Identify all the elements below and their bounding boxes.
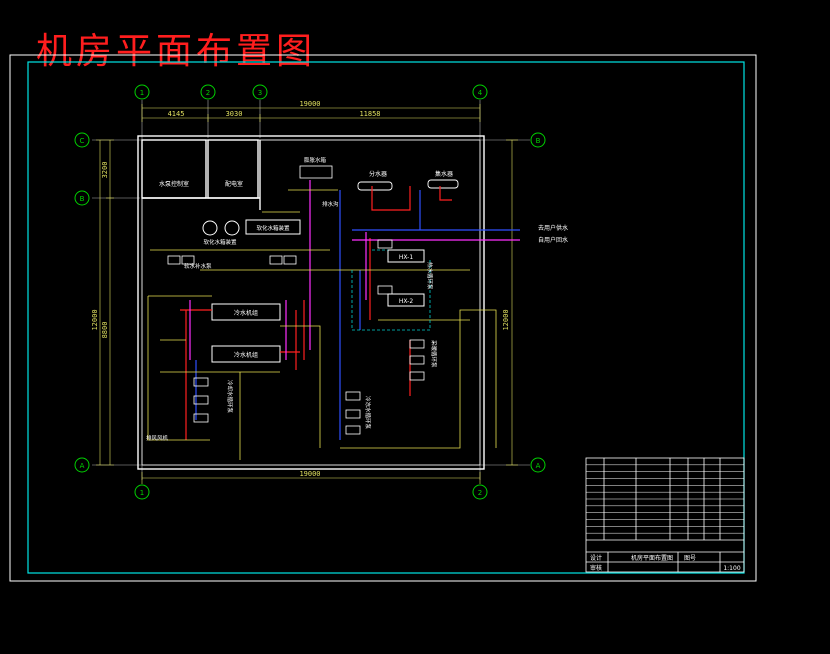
axis-bottom-2: 2: [478, 489, 482, 497]
chilled-pumps-label: 冷冻水循环泵: [364, 396, 372, 430]
axis-top-1: 1: [140, 89, 144, 97]
title-block-scale: 1:100: [723, 565, 740, 572]
pipes-red: [180, 186, 452, 440]
pipes-yellow: [147, 189, 497, 460]
fan-label: 排风风机: [146, 434, 169, 442]
left-dimensions: [96, 139, 114, 466]
dim-top-seg-3: 11858: [359, 110, 380, 118]
hx-1-label: HX-1: [399, 254, 413, 261]
softener-box: [245, 219, 301, 235]
chiller-1-label: 冷水机组: [234, 309, 258, 317]
right-dimensions: [506, 139, 518, 466]
softener-label: 软化水箱装置: [256, 224, 290, 232]
collector-label: 集水器: [435, 170, 453, 178]
title-block-design: 设计: [590, 554, 602, 562]
room-electric-label: 配电室: [225, 180, 243, 188]
chiller-2-label: 冷水机组: [234, 351, 258, 359]
axis-bubbles: [74, 84, 546, 500]
axis-left-c: C: [80, 137, 85, 145]
drain-label: 排水沟: [322, 200, 339, 208]
axis-right-b: B: [536, 137, 541, 145]
hx-2-label: HX-2: [399, 298, 413, 305]
chillers: [211, 303, 281, 363]
dim-left-seg-1: 3200: [101, 162, 109, 179]
cooling-pumps-label: 冷却水循环泵: [226, 380, 234, 414]
pipes-cyan: [351, 249, 431, 331]
axis-left-b: B: [80, 195, 85, 203]
separator-label: 分水器: [369, 170, 387, 178]
tanks: [202, 220, 240, 236]
axis-left-a: A: [80, 462, 85, 470]
axis-top-2: 2: [206, 89, 210, 97]
building-walls: [137, 135, 485, 470]
dim-right-total: 12000: [502, 309, 510, 330]
pipes-blue: [195, 190, 520, 440]
make-up-label: 软水补水泵: [184, 262, 212, 270]
dim-top-seg-1: 4145: [168, 110, 185, 118]
axis-top-3: 3: [258, 89, 262, 97]
dim-left-seg-2: 8800: [101, 322, 109, 339]
headers: [357, 179, 459, 191]
heating-pumps-label: 采暖循环泵: [430, 340, 438, 368]
top-dimensions: [141, 104, 481, 122]
heat-exchangers: [387, 249, 425, 307]
room-office-label: 水泵控制室: [159, 180, 189, 188]
title-block-rows: [586, 464, 744, 534]
dim-top-total: 19000: [299, 100, 320, 108]
axis-grid: [92, 100, 530, 480]
dim-top-seg-2: 3030: [226, 110, 243, 118]
title-block-drawing-name: 机房平面布置图: [631, 554, 673, 562]
pipe-supply-label: 去用户供水: [538, 224, 568, 232]
inner-frame: [27, 61, 745, 574]
axis-top-4: 4: [478, 89, 483, 97]
bottom-dimensions: [141, 472, 481, 484]
dim-left-total: 12000: [91, 309, 99, 330]
axis-right-a: A: [536, 462, 541, 470]
dim-bottom-total: 19000: [299, 470, 320, 478]
outer-frame: [9, 54, 757, 582]
axis-bottom-1: 1: [140, 489, 144, 497]
pipe-return-label: 自用户回水: [538, 236, 568, 244]
drawing-title: 机房平面布置图: [36, 31, 317, 72]
title-block-sheet: 图号: [684, 555, 696, 562]
expansion-label: 膨胀水箱: [304, 156, 327, 164]
pump-symbols: [167, 165, 425, 435]
hot-pumps-label: 热水循环泵: [426, 262, 434, 290]
water-tank-label: 软化水箱装置: [203, 238, 237, 246]
title-block-check: 审核: [590, 564, 602, 572]
